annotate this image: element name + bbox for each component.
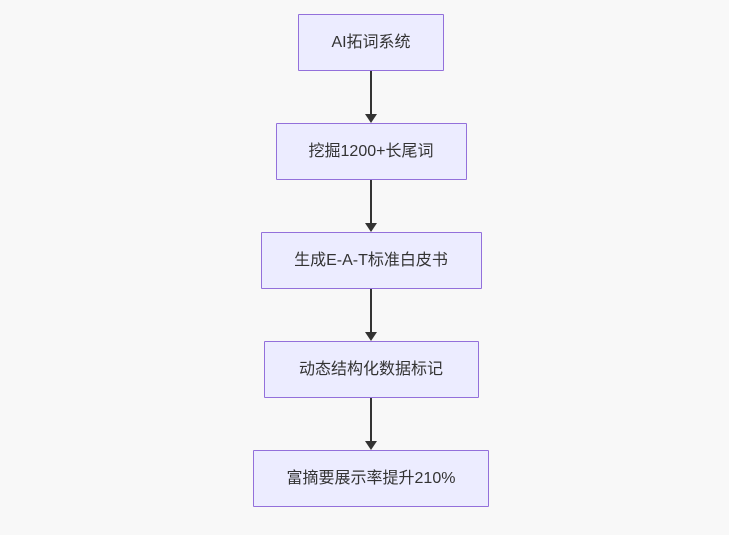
flow-node-label: 富摘要展示率提升210% (286, 469, 456, 487)
flow-arrow-3 (365, 289, 377, 341)
flow-arrow-2 (365, 180, 377, 232)
flow-node-label: 动态结构化数据标记 (298, 360, 443, 378)
flow-node-label: 挖掘1200+长尾词 (308, 142, 434, 160)
arrow-line (370, 71, 372, 114)
flow-arrow-1 (365, 71, 377, 123)
arrow-line (370, 289, 372, 332)
flow-node-rich-snippet-result: 富摘要展示率提升210% (253, 450, 489, 507)
arrowhead-down-icon (365, 441, 377, 450)
flow-node-ai-word-system: AI拓词系统 (298, 14, 444, 71)
arrow-line (370, 398, 372, 441)
flow-node-longtail-mining: 挖掘1200+长尾词 (275, 123, 467, 180)
flow-node-structured-data: 动态结构化数据标记 (263, 341, 479, 398)
arrow-line (370, 180, 372, 223)
flow-node-eat-whitepaper: 生成E-A-T标准白皮书 (260, 232, 482, 289)
flow-arrow-4 (365, 398, 377, 450)
arrowhead-down-icon (365, 332, 377, 341)
flow-node-label: 生成E-A-T标准白皮书 (294, 251, 448, 269)
arrowhead-down-icon (365, 223, 377, 232)
arrowhead-down-icon (365, 114, 377, 123)
flow-node-label: AI拓词系统 (331, 33, 411, 51)
flowchart: AI拓词系统 挖掘1200+长尾词 生成E-A-T标准白皮书 动态结构化数据标记 (253, 14, 489, 507)
